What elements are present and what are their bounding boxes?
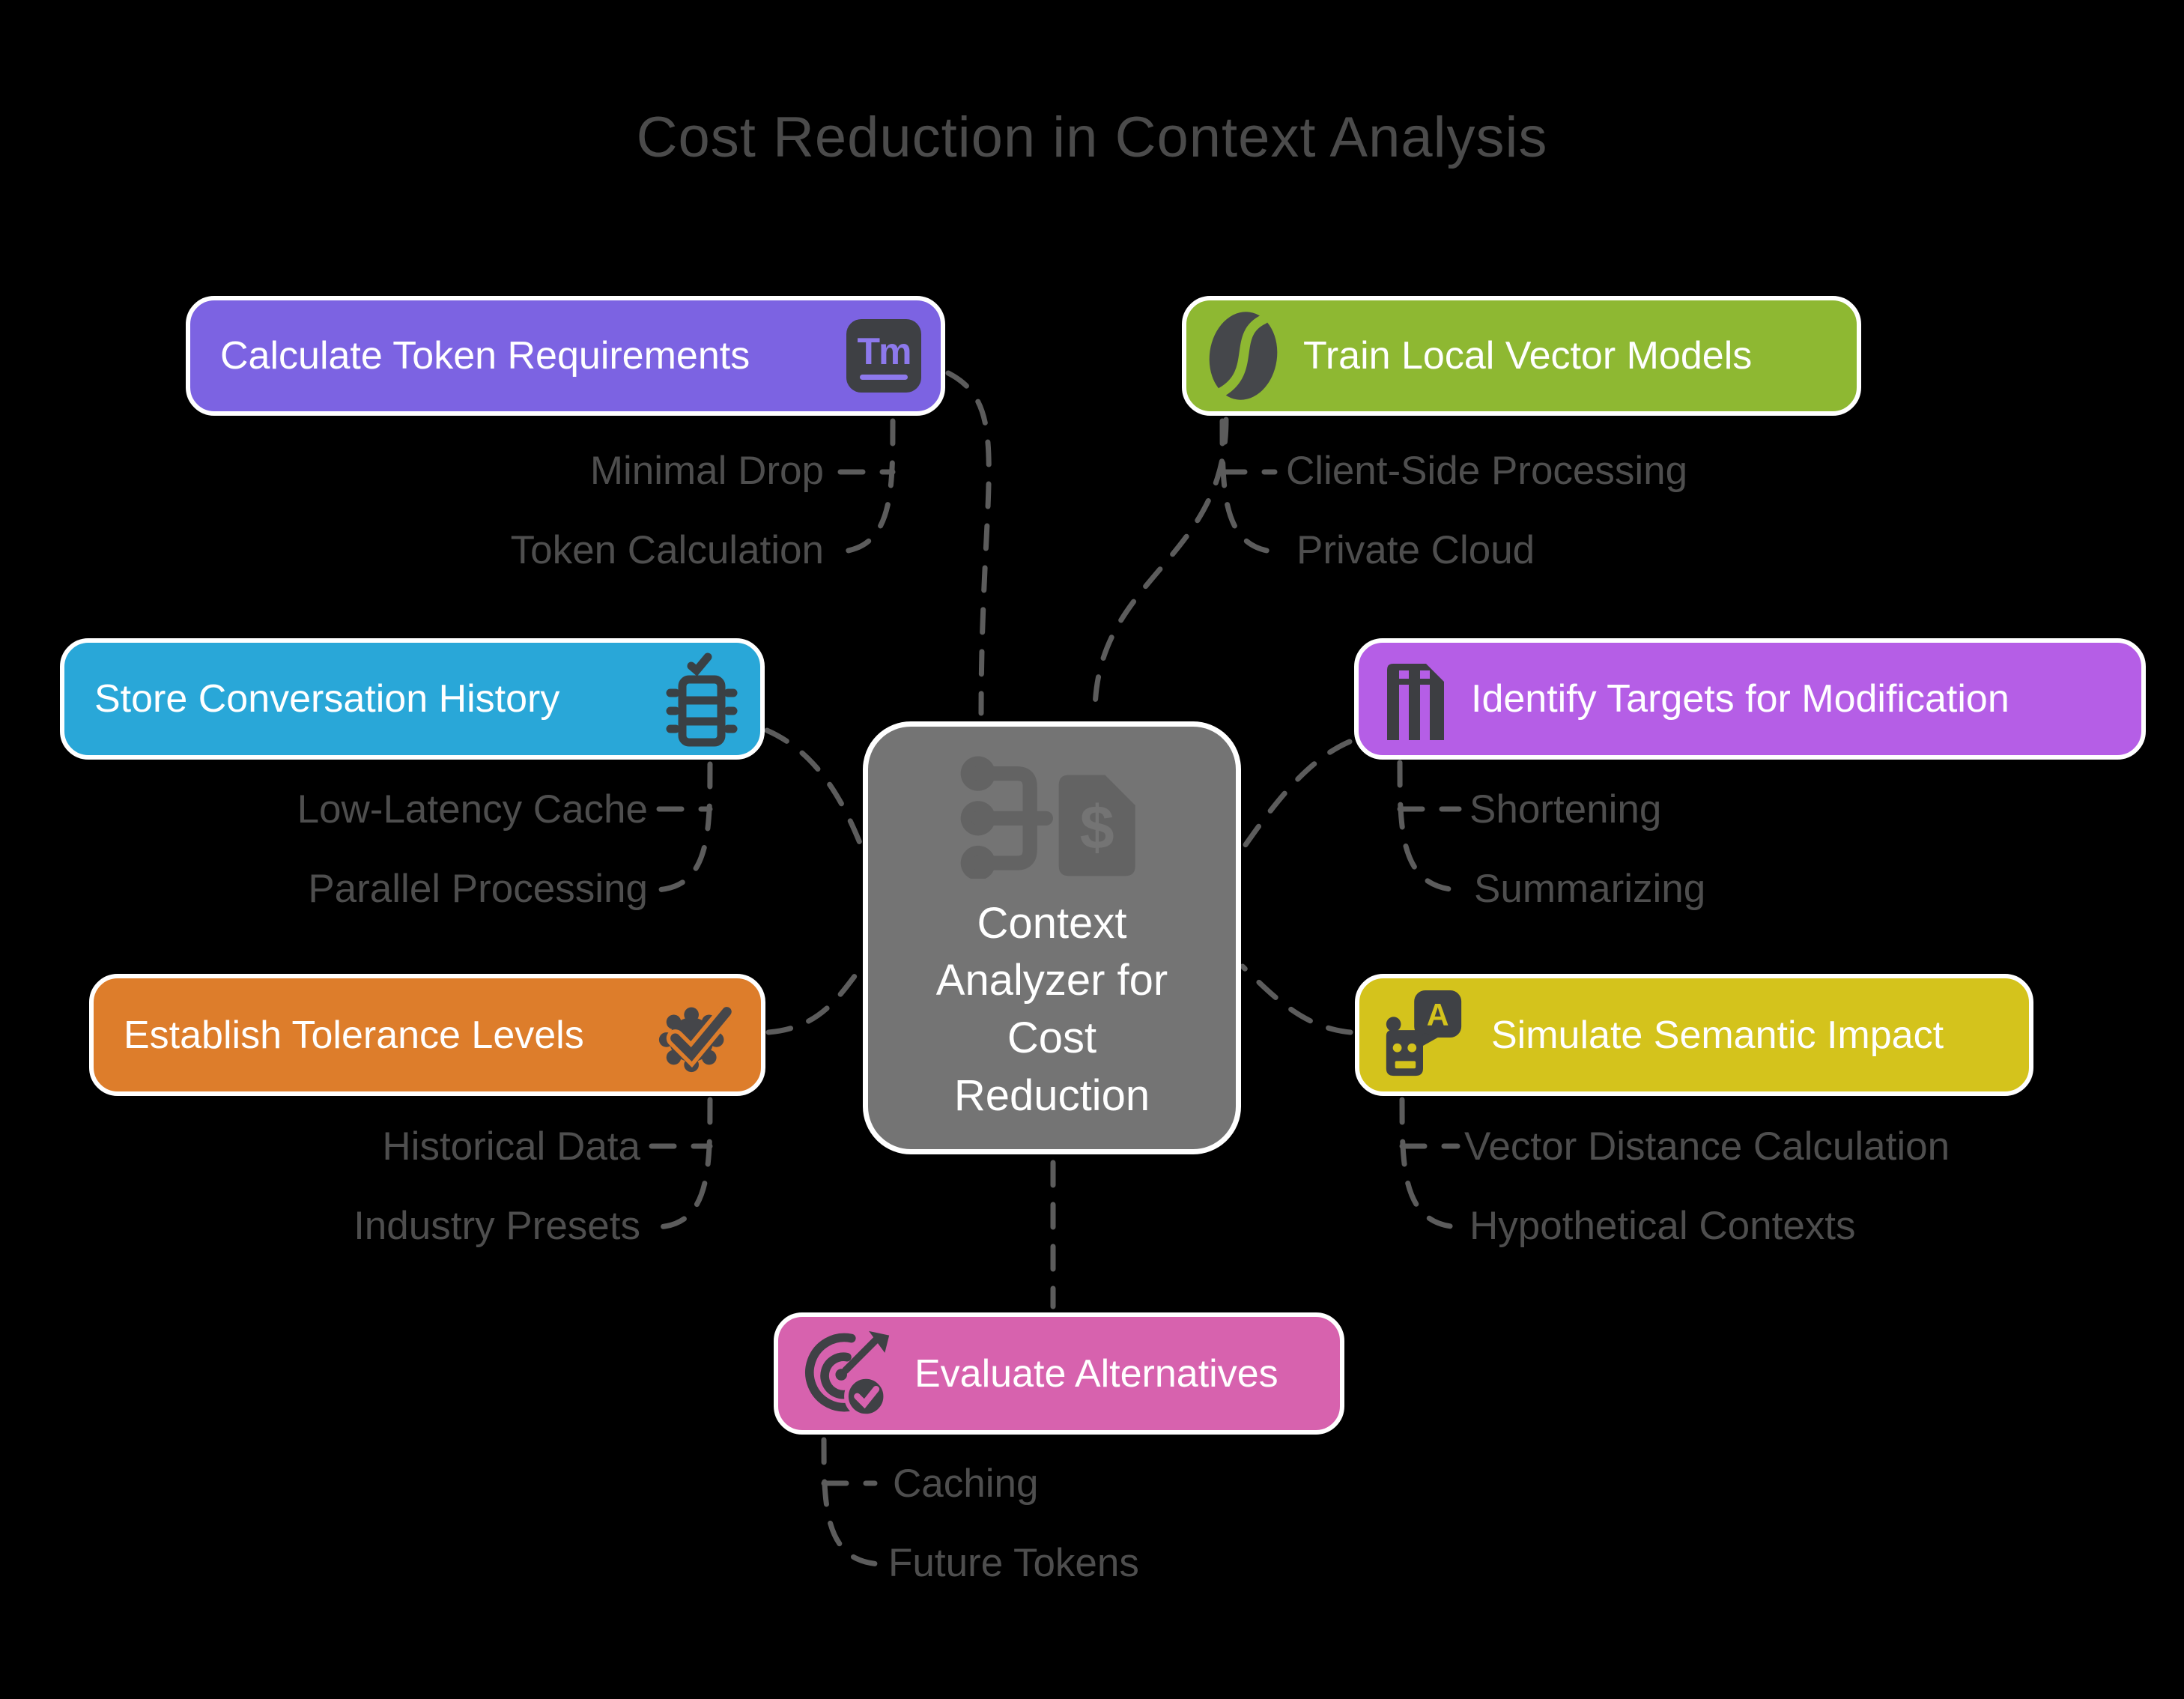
branch-label: Store Conversation History [94, 677, 560, 721]
sub-label-private-cloud: Private Cloud [1296, 528, 1535, 572]
connector-cyan-center [764, 727, 864, 850]
branch-node-establish-tolerance-levels: Establish Tolerance Levels [89, 974, 765, 1096]
branch-label: Calculate Token Requirements [220, 334, 750, 378]
robot-chat-icon: A [1386, 990, 1462, 1076]
tm-underline [860, 374, 908, 380]
branch-node-train-local-vector-models: Train Local Vector Models [1182, 296, 1861, 416]
sub-label-historical-data: Historical Data [382, 1124, 640, 1169]
sub-label-low-latency-cache: Low-Latency Cache [297, 787, 648, 832]
pillars-icon [1387, 664, 1444, 740]
bubble-letter: A [1427, 998, 1449, 1032]
sub-label-caching: Caching [893, 1462, 1039, 1506]
branch-label: Establish Tolerance Levels [124, 1013, 584, 1057]
branch-label: Evaluate Alternatives [914, 1351, 1278, 1396]
connector-green-center [1092, 417, 1229, 716]
spine-pink [821, 1437, 887, 1567]
seed-swirl-icon [1209, 312, 1278, 400]
spine-cyan [650, 761, 713, 893]
center-node-context-analyzer: $ Context Analyzer for Cost Reduction [863, 721, 1241, 1154]
sub-label-client-side-processing: Client-Side Processing [1286, 449, 1688, 493]
diagram-title: Cost Reduction in Context Analysis [636, 106, 1548, 169]
gear-check-icon [658, 1002, 736, 1072]
spine-orange [652, 1097, 713, 1230]
connector-yellow-center [1240, 963, 1353, 1035]
branch-node-evaluate-alternatives: Evaluate Alternatives [774, 1312, 1344, 1435]
branch-label: Simulate Semantic Impact [1491, 1013, 1944, 1057]
branch-label: Identify Targets for Modification [1471, 677, 2009, 721]
connector-purple-center [945, 370, 992, 716]
tm-letters-icon: Tm [846, 319, 921, 393]
spine-yellow [1399, 1097, 1465, 1230]
checked-list-icon [666, 652, 738, 747]
spine-green [1219, 418, 1285, 555]
sub-label-parallel-processing: Parallel Processing [308, 867, 648, 911]
sub-label-hypothetical-contexts: Hypothetical Contexts [1469, 1204, 1856, 1248]
branch-node-simulate-semantic-impact: A Simulate Semantic Impact [1355, 974, 2033, 1096]
sub-label-minimal-drop: Minimal Drop [589, 449, 824, 493]
branch-node-store-conversation-history: Store Conversation History [60, 638, 765, 760]
sub-label-token-calculation: Token Calculation [510, 528, 824, 572]
sub-label-summarizing: Summarizing [1474, 867, 1706, 911]
branch-label: Train Local Vector Models [1303, 334, 1753, 378]
connector-magenta-center [1240, 739, 1353, 851]
sub-label-shortening: Shortening [1469, 787, 1662, 832]
tm-letters: Tm [857, 330, 912, 372]
sub-label-vector-distance-calculation: Vector Distance Calculation [1464, 1124, 1950, 1169]
spine-purple [830, 418, 896, 555]
branch-node-identify-targets-for-modification: Identify Targets for Modification [1354, 638, 2146, 760]
center-node-label: Context Analyzer for Cost Reduction [935, 898, 1168, 1120]
dollar-glyph: $ [1079, 793, 1114, 862]
spine-magenta [1397, 760, 1465, 893]
connector-orange-center [765, 963, 865, 1035]
flowchart-dollar-document-icon: $ [960, 756, 1135, 879]
sub-label-future-tokens: Future Tokens [888, 1541, 1139, 1585]
target-arrow-check-icon [805, 1330, 890, 1418]
branch-node-calculate-token-requirements: Calculate Token Requirements Tm [186, 296, 945, 416]
sub-label-industry-presets: Industry Presets [354, 1204, 640, 1248]
